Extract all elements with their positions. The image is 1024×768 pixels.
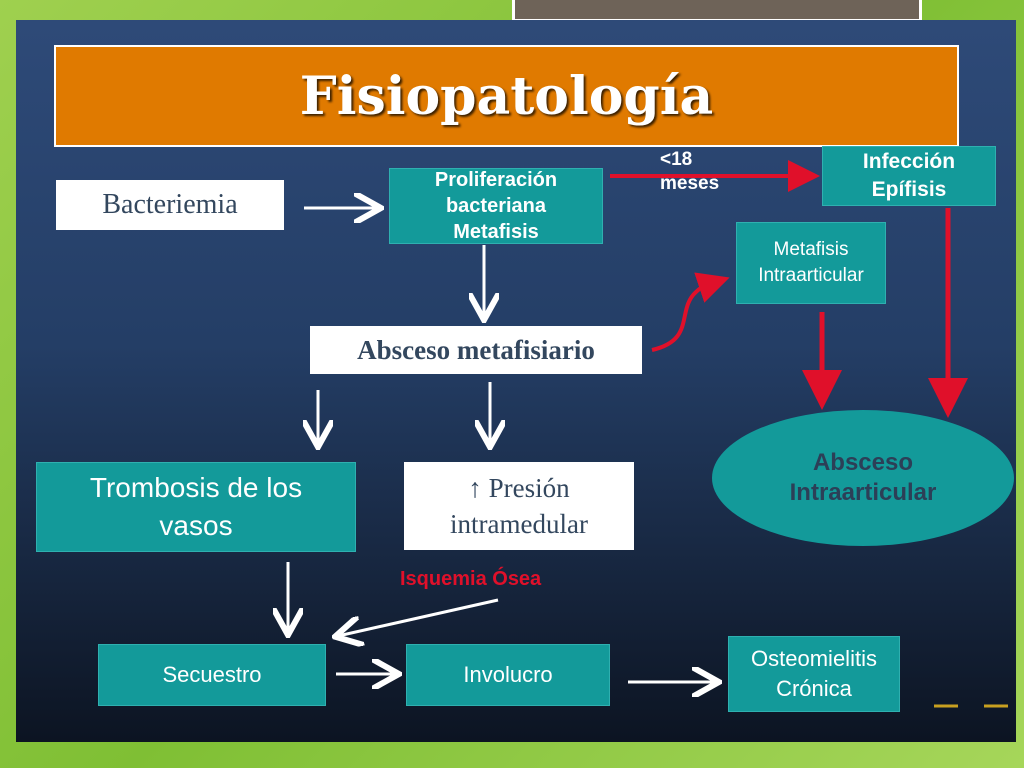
- node-proliferacion-line1: Proliferación: [434, 169, 558, 191]
- node-absceso-intra-line2: Intraarticular: [789, 479, 937, 506]
- isquemia-label: Isquemia Ósea: [400, 568, 542, 590]
- node-presion: ↑ Presión intramedular: [404, 462, 634, 550]
- node-proliferacion-line2: bacteriana: [445, 195, 547, 217]
- age-label-line2: meses: [660, 173, 720, 194]
- node-infeccion-line2: Epífisis: [871, 178, 947, 201]
- age-label-line1: <18: [660, 149, 693, 170]
- node-infeccion: Infección Epífisis: [822, 146, 996, 206]
- node-presion-line1: ↑ Presión: [468, 473, 570, 503]
- node-absceso-meta-label: Absceso metafisiario: [357, 334, 595, 365]
- node-metafisis-intraarticular: Metafisis Intraarticular: [736, 222, 886, 304]
- node-osteomielitis: Osteomielitis Crónica: [728, 636, 900, 712]
- slide-title: Fisiopatología: [299, 65, 714, 127]
- node-metafisis-line1: Metafisis: [773, 239, 849, 260]
- node-proliferacion: Proliferación bacteriana Metafisis: [389, 168, 603, 244]
- node-absceso-intraarticular: Absceso Intraarticular: [712, 410, 1014, 546]
- node-bacteriemia: Bacteriemia: [56, 180, 284, 230]
- node-trombosis-line2: vasos: [159, 510, 233, 541]
- node-osteomielitis-line1: Osteomielitis: [751, 646, 877, 671]
- node-trombosis: Trombosis de los vasos: [36, 462, 356, 552]
- flow-arrows: [16, 160, 1008, 708]
- node-presion-line2: intramedular: [450, 509, 588, 539]
- node-absceso-intra-line1: Absceso: [812, 449, 914, 476]
- node-bacteriemia-label: Bacteriemia: [102, 189, 238, 220]
- node-trombosis-line1: Trombosis de los: [89, 472, 303, 503]
- arrow-absceso-metafisis-intra: [651, 272, 730, 352]
- node-involucro: Involucro: [406, 644, 610, 706]
- node-infeccion-line1: Infección: [862, 150, 956, 173]
- node-osteomielitis-line2: Crónica: [776, 676, 852, 701]
- node-involucro-label: Involucro: [463, 662, 553, 687]
- ghost-text: [90, 434, 96, 457]
- node-proliferacion-line3: Metafisis: [453, 221, 539, 243]
- age-label: <18 meses: [660, 148, 719, 196]
- top-tab-decoration: [512, 0, 922, 22]
- node-metafisis-line2: Intraarticular: [758, 265, 864, 286]
- title-bar: Fisiopatología: [54, 45, 959, 147]
- node-secuestro: Secuestro: [98, 644, 326, 706]
- arrow-presion-secuestro: [338, 598, 499, 636]
- node-absceso-metafisiario: Absceso metafisiario: [310, 326, 642, 374]
- node-secuestro-label: Secuestro: [162, 662, 262, 687]
- slide: Fisiopatología Bacteriemia: [16, 20, 1016, 742]
